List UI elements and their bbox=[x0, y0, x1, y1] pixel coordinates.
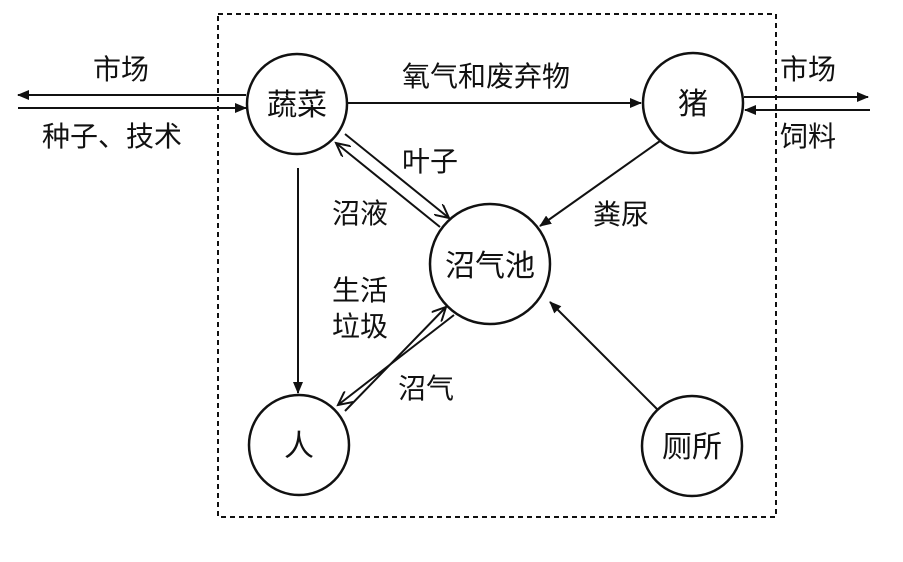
arrow-toilet-to-biogas bbox=[549, 301, 658, 410]
label-feed: 饲料 bbox=[780, 120, 836, 153]
label-market-right: 市场 bbox=[780, 53, 836, 86]
node-people: 人 bbox=[247, 393, 351, 497]
system-boundary bbox=[217, 13, 777, 518]
label-biogas-slurry: 沼液 bbox=[332, 197, 388, 230]
label-biogas: 沼气 bbox=[398, 372, 454, 405]
node-pig: 猪 bbox=[641, 51, 745, 155]
node-toilet-label: 厕所 bbox=[662, 430, 722, 465]
label-oxygen-waste: 氧气和废弃物 bbox=[402, 60, 570, 93]
arrow-vegetables-to-biogas bbox=[344, 133, 449, 218]
node-people-label: 人 bbox=[284, 429, 314, 464]
node-vegetables: 蔬菜 bbox=[245, 52, 349, 156]
node-biogas-pool-label: 沼气池 bbox=[445, 249, 535, 284]
node-toilet: 厕所 bbox=[640, 394, 744, 498]
arrow-people-to-biogas bbox=[344, 307, 446, 412]
arrow-biogas-to-vegetables bbox=[336, 143, 441, 228]
label-garbage-line1: 生活 bbox=[332, 274, 388, 307]
label-leaves: 叶子 bbox=[402, 145, 458, 178]
label-manure: 粪尿 bbox=[593, 198, 649, 231]
label-market-left: 市场 bbox=[93, 53, 149, 86]
node-biogas-pool: 沼气池 bbox=[428, 202, 552, 326]
node-vegetables-label: 蔬菜 bbox=[267, 88, 327, 123]
node-pig-label: 猪 bbox=[678, 87, 708, 122]
arrow-pig-to-biogas bbox=[539, 140, 661, 227]
label-garbage-line2: 垃圾 bbox=[332, 310, 388, 343]
arrow-biogas-to-people bbox=[338, 314, 455, 405]
label-seeds-tech: 种子、技术 bbox=[42, 120, 182, 153]
